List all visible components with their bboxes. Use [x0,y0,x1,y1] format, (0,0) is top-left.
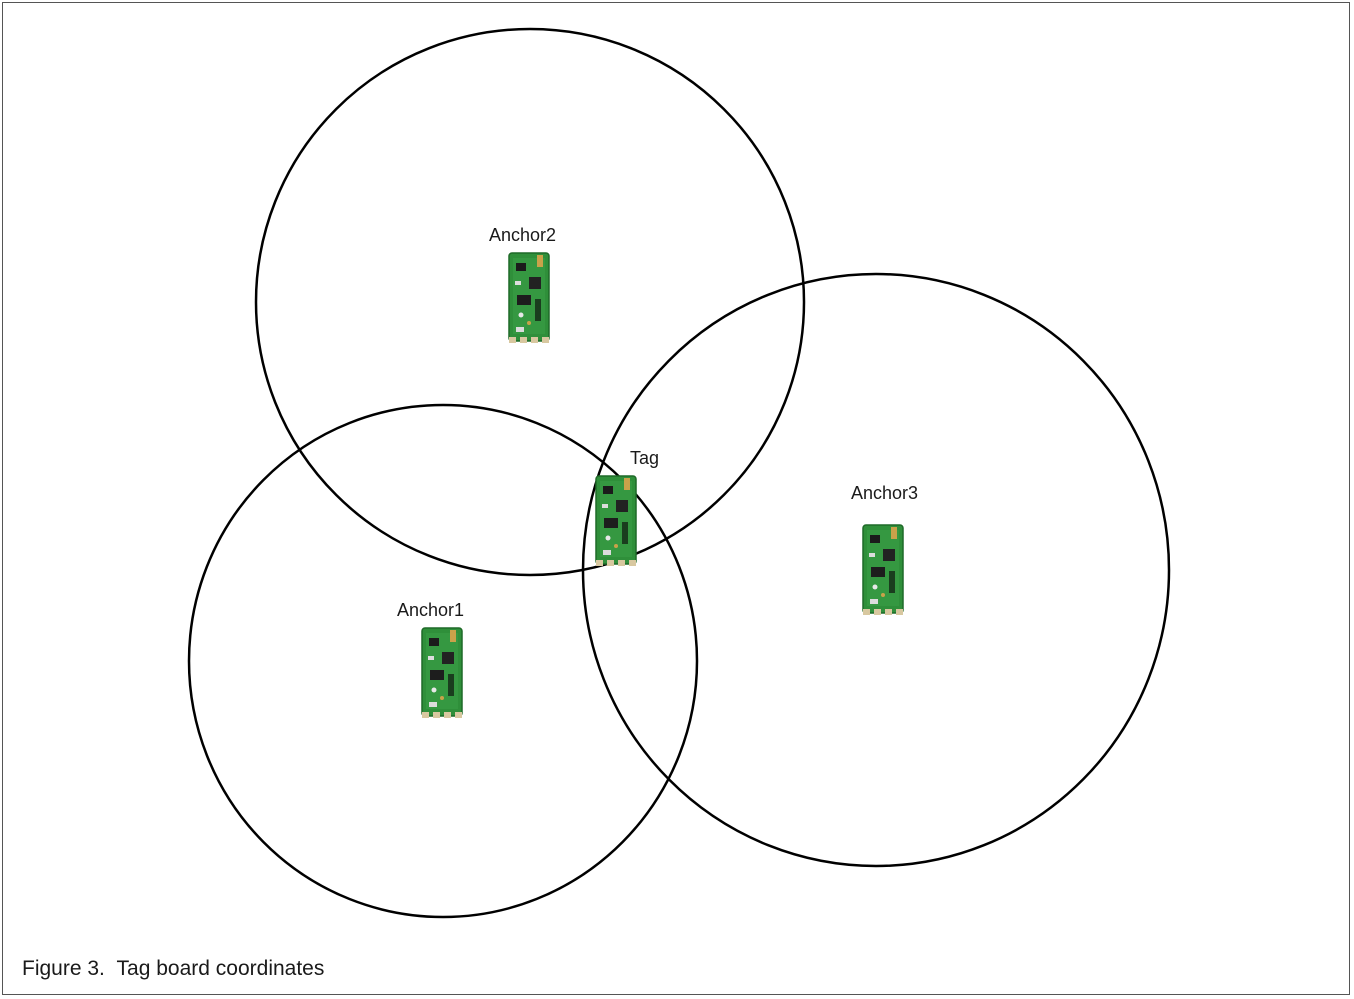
anchor2-label: Anchor2 [489,225,556,245]
anchor1-board-icon [422,628,462,718]
anchor2-board-icon [509,253,549,343]
anchor3-board-icon [863,525,903,615]
figure-title: Tag board coordinates [117,957,325,980]
figure-caption: Figure 3. Tag board coordinates [22,957,324,981]
tag-label: Tag [630,448,659,468]
tag-board-icon [596,476,636,566]
figure-number: Figure 3. [22,957,105,980]
anchor1-label: Anchor1 [397,600,464,620]
anchor3-label: Anchor3 [851,483,918,503]
